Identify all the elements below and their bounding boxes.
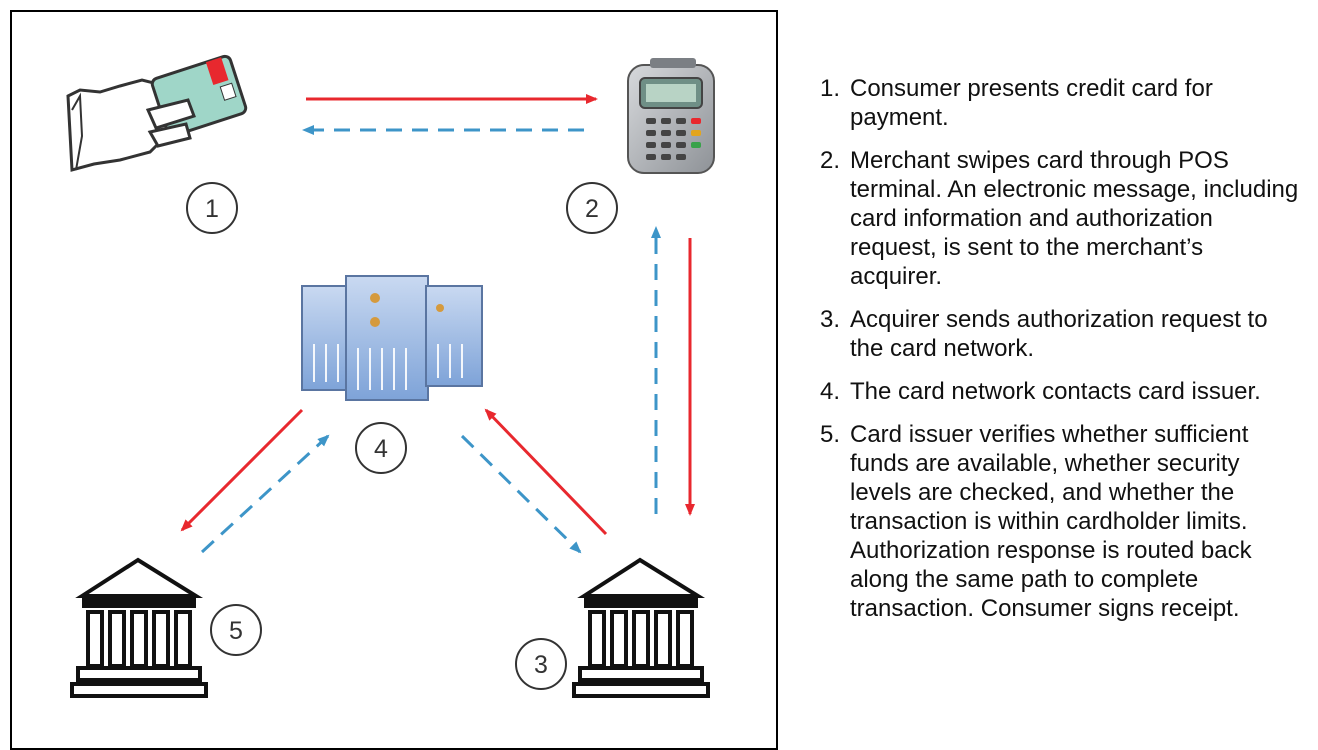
bank-icon (572, 557, 710, 698)
step-item-3: 3. Acquirer sends authorization request … (820, 305, 1300, 363)
step-number: 1. (820, 75, 841, 102)
server-icon (301, 275, 483, 401)
step-item-2: 2. Merchant swipes card through POS term… (820, 146, 1300, 291)
step-circle-3: 3 (515, 638, 567, 690)
arrow-3-to-4 (484, 408, 608, 536)
step-number: 2. (820, 147, 841, 174)
pos-terminal-icon (627, 58, 715, 174)
step-circle-1-label: 1 (205, 195, 219, 223)
arrow-4-to-5 (180, 408, 304, 532)
step-number: 3. (820, 306, 841, 333)
bank-icon (70, 557, 208, 698)
steps-list: 1. Consumer presents credit card for pay… (820, 74, 1300, 637)
arrow-5-to-4 (200, 434, 330, 554)
step-number: 5. (820, 421, 841, 448)
step-number: 4. (820, 378, 841, 405)
step-text: Acquirer sends authorization request to … (850, 306, 1268, 362)
step-circle-2: 2 (566, 182, 618, 234)
step-text: The card network contacts card issuer. (850, 378, 1261, 405)
step-item-1: 1. Consumer presents credit card for pay… (820, 74, 1300, 132)
step-item-5: 5. Card issuer verifies whether sufficie… (820, 420, 1300, 623)
step-circle-4-label: 4 (374, 435, 388, 463)
step-circle-5: 5 (210, 604, 262, 656)
step-circle-1: 1 (186, 182, 238, 234)
step-item-4: 4. The card network contacts card issuer… (820, 377, 1300, 406)
step-circle-5-label: 5 (229, 617, 243, 645)
arrow-4-to-3 (460, 434, 582, 554)
step-circle-3-label: 3 (534, 651, 548, 679)
flow-arrows (180, 94, 695, 554)
hand-card-icon (66, 54, 248, 172)
step-text: Merchant swipes card through POS termina… (850, 147, 1299, 290)
step-text: Card issuer verifies whether sufficient … (850, 421, 1252, 622)
step-circle-4: 4 (355, 422, 407, 474)
step-text: Consumer presents credit card for paymen… (850, 75, 1213, 131)
step-circle-2-label: 2 (585, 195, 599, 223)
